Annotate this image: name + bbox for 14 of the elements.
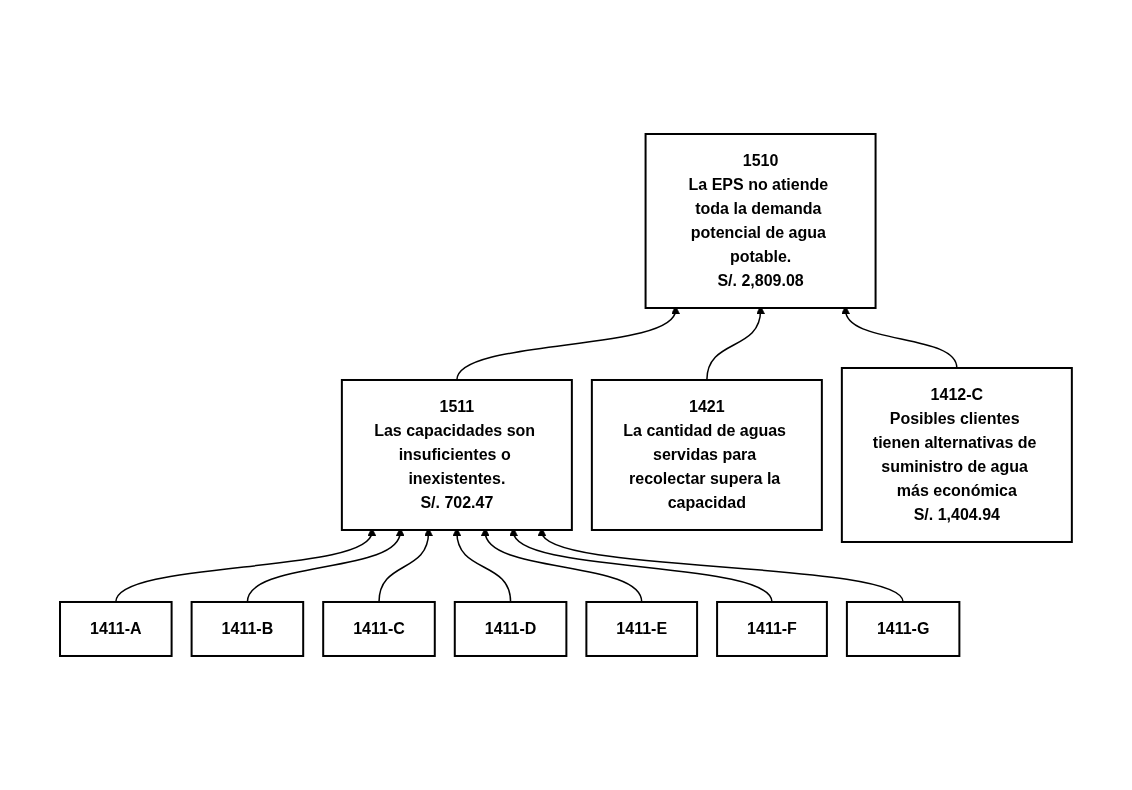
node-box: 1411-B	[190, 601, 305, 657]
arrow	[115, 528, 375, 603]
node-box: 1411-E	[585, 601, 699, 657]
node-box: 1411-F	[716, 601, 828, 657]
node-box: 1411-A	[59, 601, 173, 657]
node-box: 1510 La EPS no atiende toda la demanda potencial de agua potable. S/. 2,809.08	[644, 133, 877, 309]
node-box: 1411-G	[845, 601, 961, 657]
arrow	[539, 528, 904, 603]
node-box: 1511 Las capacidades son insuficientes o inexistentes. S/. 702.47	[340, 379, 573, 531]
node-box: 1412-C Posibles clientes tienen alternativas de suministro de agua más económica S/. 1,404.94	[840, 367, 1073, 543]
arrow	[511, 528, 773, 603]
node-box: 1411-D	[453, 601, 568, 657]
node-box: 1421 La cantidad de aguas servidas para recolectar supera la capacidad	[590, 379, 823, 531]
node-box: 1411-C	[322, 601, 436, 657]
